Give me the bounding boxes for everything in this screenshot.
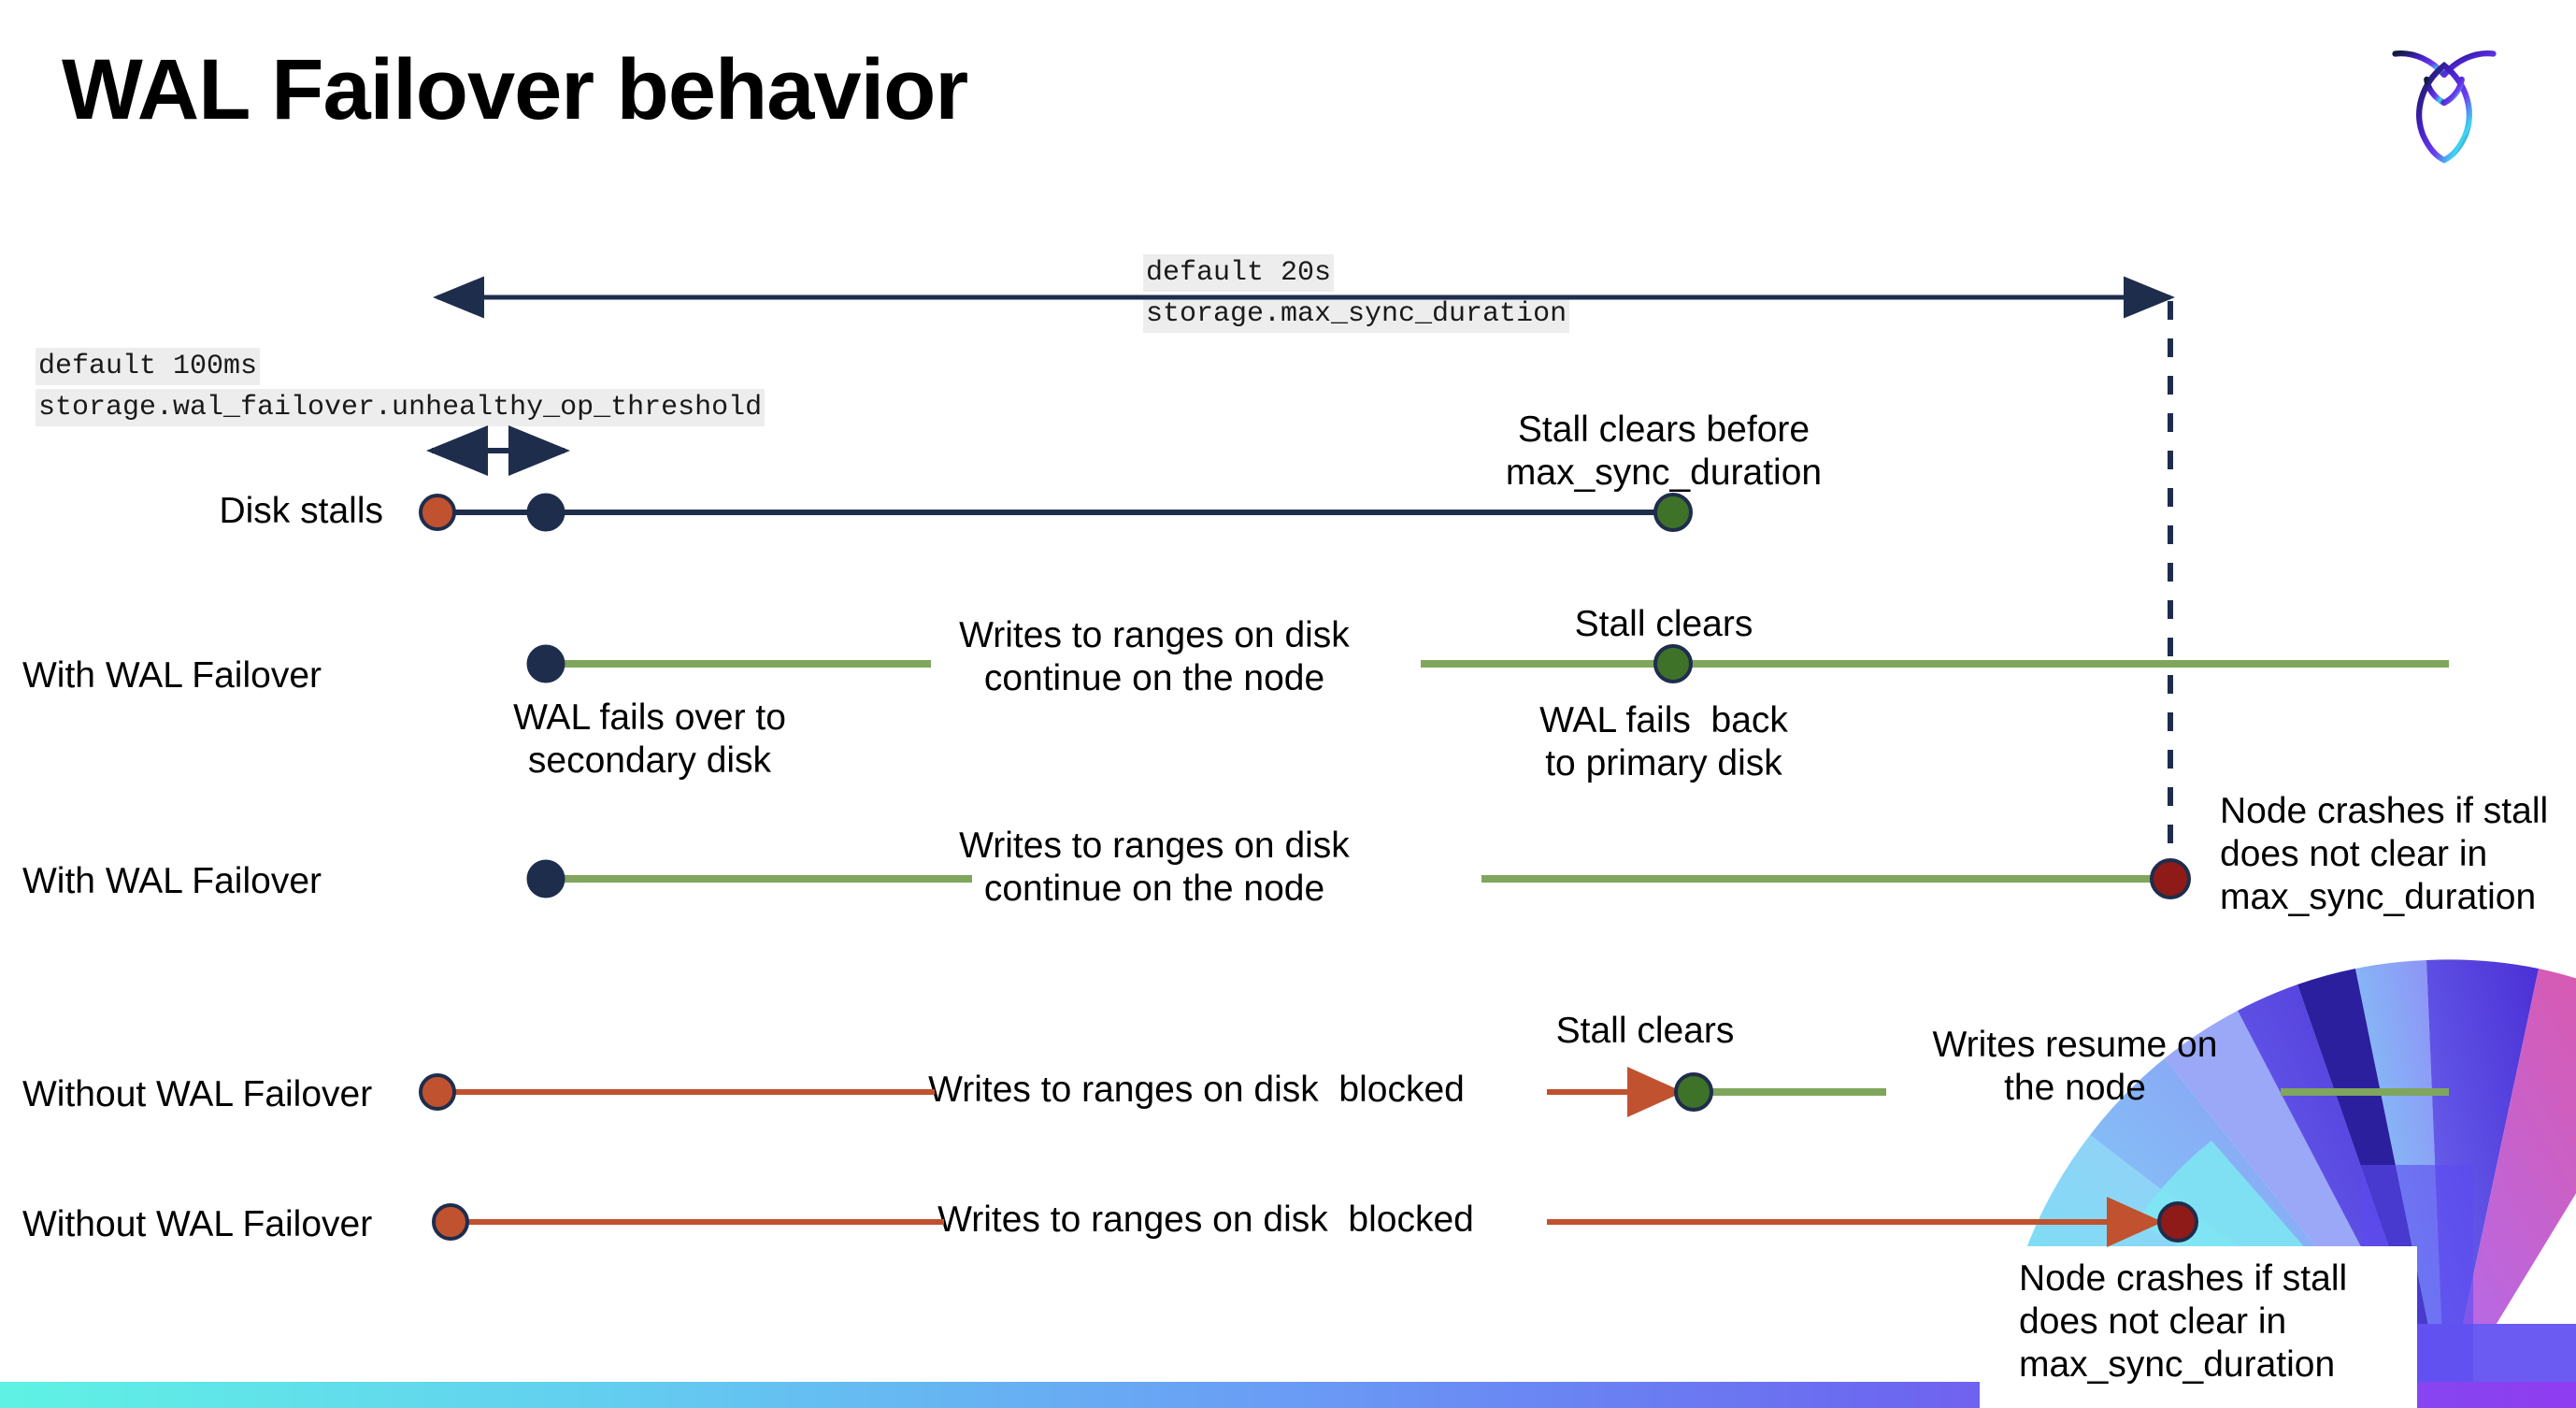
note-stall-clears-row4: Stall clears <box>1555 1011 1735 1051</box>
node-crash-callout-box: Node crashes if stall does not clear in … <box>1980 1246 2417 1408</box>
row-label-without-wal-failover-1: Without WAL Failover <box>22 1074 373 1114</box>
dot-stall-clears-row2 <box>1653 644 1693 683</box>
row-label-with-wal-failover-1: With WAL Failover <box>22 655 322 696</box>
dot-stall-start-row4 <box>419 1073 456 1111</box>
note-writes-blocked-row5: Writes to ranges on disk blocked <box>937 1200 1474 1240</box>
note-stall-clears-row2: Stall clears <box>1574 604 1753 644</box>
row-without-wal-failover-1-timeline <box>419 1067 2449 1117</box>
unhealthy-op-threshold-default-label: default 100ms <box>36 348 261 386</box>
dot-failover-start-row2 <box>526 644 565 683</box>
note-writes-continue-row2: Writes to ranges on disk continue on the… <box>959 615 1350 699</box>
unhealthy-op-threshold-setting-label: storage.wal_failover.unhealthy_op_thresh… <box>36 389 766 427</box>
dot-stall-clears-row4 <box>1674 1072 1713 1112</box>
row-with-wal-failover-1-timeline <box>526 644 2449 683</box>
dot-failover-trigger-row1 <box>526 493 565 532</box>
note-writes-continue-row3: Writes to ranges on disk continue on the… <box>959 826 1350 910</box>
row-with-wal-failover-2-timeline <box>526 858 2191 899</box>
page-title: WAL Failover behavior <box>62 42 968 137</box>
dot-stall-start-row5 <box>432 1203 469 1241</box>
cockroachdb-logo-icon <box>2374 28 2514 168</box>
row-label-with-wal-failover-2: With WAL Failover <box>22 861 322 901</box>
note-node-crashes-row3: Node crashes if stall does not clear in … <box>2220 791 2549 918</box>
dot-node-crash-row3 <box>2150 858 2191 899</box>
note-stall-clears-before-max-sync: Stall clears before max_sync_duration <box>1505 409 1823 494</box>
note-writes-blocked-row4: Writes to ranges on disk blocked <box>928 1070 1465 1110</box>
row-disk-stalls-timeline <box>419 493 1693 532</box>
note-writes-resume: Writes resume on the node <box>1932 1025 2218 1109</box>
dot-stall-start-row1 <box>419 494 456 531</box>
row-without-wal-failover-2-timeline <box>432 1197 2198 1247</box>
note-wal-fails-over-secondary: WAL fails over to secondary disk <box>513 697 786 782</box>
row-label-without-wal-failover-2: Without WAL Failover <box>22 1204 373 1244</box>
dot-node-crash-row5 <box>2157 1201 2198 1243</box>
dot-failover-start-row3 <box>526 859 565 898</box>
note-wal-fails-back-primary: WAL fails back to primary disk <box>1539 700 1788 784</box>
row-label-disk-stalls: Disk stalls <box>219 491 383 531</box>
note-node-crashes-row5: Node crashes if stall does not clear in … <box>2019 1258 2348 1386</box>
dot-stall-clears-row1 <box>1653 493 1693 532</box>
